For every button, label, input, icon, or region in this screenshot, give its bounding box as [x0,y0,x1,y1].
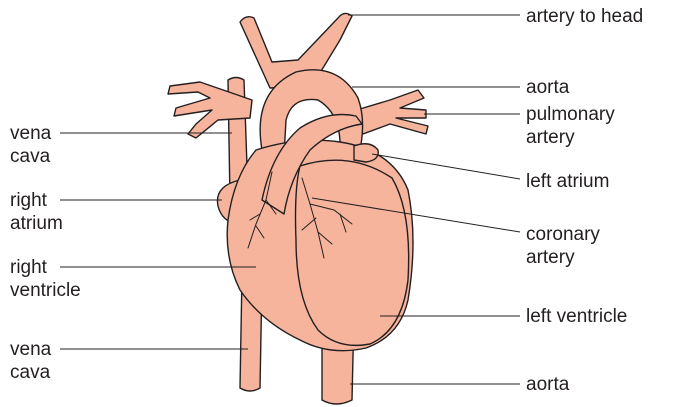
label-right-ventricle-line2: ventricle [10,279,81,302]
label-vena-cava-top-line1: vena [10,122,51,145]
label-artery-to-head: artery to head [526,5,643,28]
label-aorta-bottom: aorta [526,373,569,396]
label-aorta-top: aorta [526,76,569,99]
left-ventricle-bulge [296,160,409,345]
label-pulmonary-artery-line1: pulmonary [526,103,615,126]
label-right-ventricle-line1: right [10,256,47,279]
left-atrium-shape [354,144,378,162]
label-left-ventricle: left ventricle [526,305,627,328]
label-vena-cava-top-line2: cava [10,145,50,168]
label-left-atrium: left atrium [526,170,609,193]
label-vena-cava-bottom-line2: cava [10,361,50,384]
label-right-atrium-line1: right [10,189,47,212]
label-vena-cava-bottom-line1: vena [10,338,51,361]
label-coronary-artery-line2: artery [526,246,575,269]
label-coronary-artery-line1: coronary [526,223,600,246]
label-right-atrium-line2: atrium [10,212,63,235]
label-pulmonary-artery-line2: artery [526,126,575,149]
